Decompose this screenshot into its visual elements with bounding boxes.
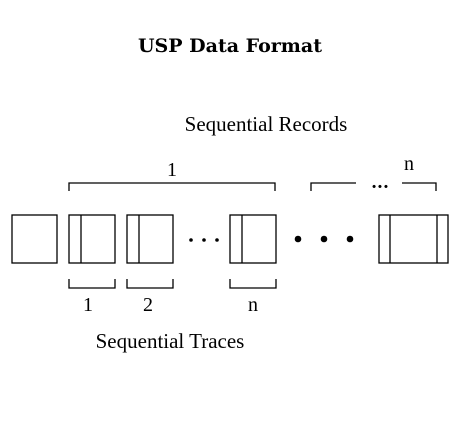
trace-2-block [126, 214, 174, 264]
record-n-trace-block [378, 214, 449, 264]
trace-n-bracket [229, 279, 277, 289]
record-1-label: 1 [167, 159, 177, 181]
trace-n-label: n [248, 294, 258, 316]
trace-1-label: 1 [83, 294, 93, 316]
trace-2-label: 2 [143, 294, 153, 316]
diagram-title: USP Data Format [138, 35, 322, 57]
trace-2-bracket [126, 279, 174, 289]
records-heading: Sequential Records [185, 112, 348, 136]
trace-n-block [229, 214, 277, 264]
header-block [11, 214, 58, 264]
trace-ellipsis-dots [189, 238, 219, 242]
record-1-bracket [68, 182, 276, 191]
record-n-bracket [310, 182, 437, 191]
traces-heading: Sequential Traces [96, 329, 245, 353]
trace-1-block [68, 214, 116, 264]
trace-1-bracket [68, 279, 116, 289]
record-n-ellipsis: ... [371, 173, 389, 193]
record-n-label: n [404, 153, 414, 175]
record-ellipsis-dots [294, 235, 354, 243]
